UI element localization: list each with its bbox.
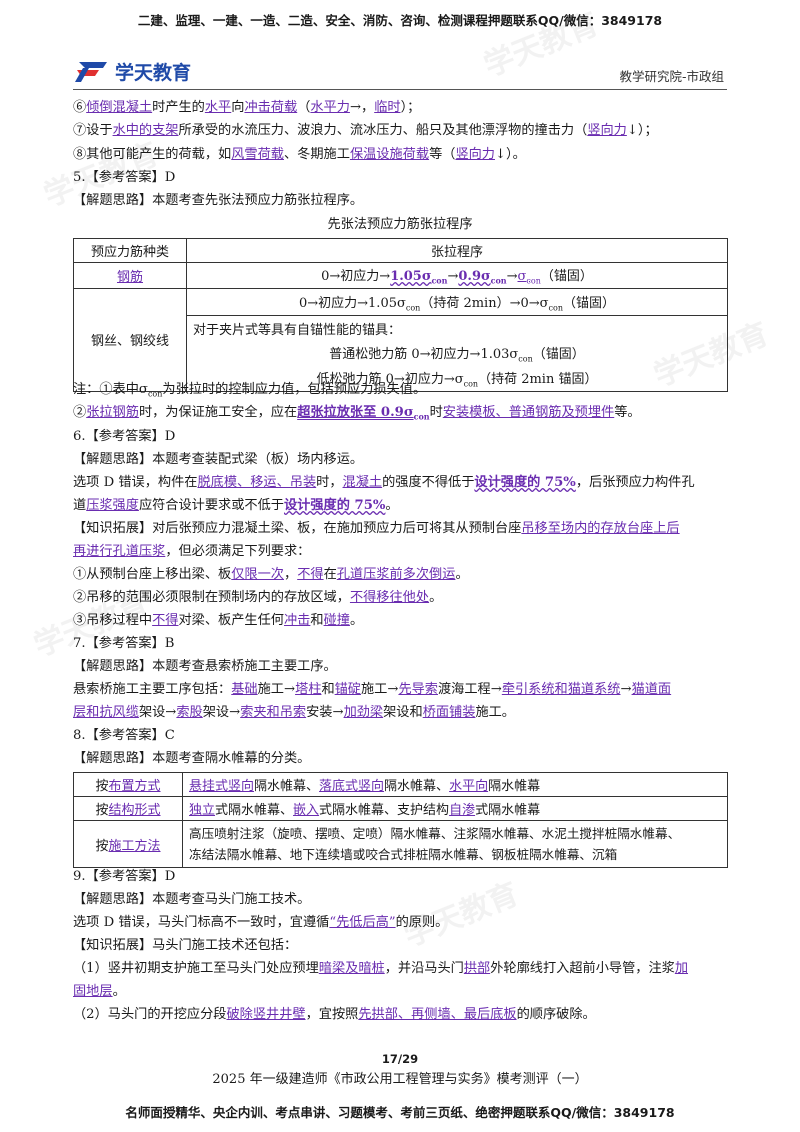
department-label: 教学研究院-市政组 bbox=[619, 69, 724, 84]
answer-heading: 7.【参考答案】B bbox=[73, 636, 175, 651]
text-line: 层和抗风缆架设→索股架设→索夹和吊索安装→加劲梁架设和桥面铺装施工。 bbox=[73, 705, 515, 720]
text-line: 悬索桥施工主要工序包括：基础施工→塔柱和锚碇施工→先导索渡海工程→牵引系统和猫道… bbox=[73, 682, 672, 697]
text-line: 道压浆强度应符合设计要求或不低于设计强度的 75%。 bbox=[73, 498, 399, 513]
text-line: 固地层。 bbox=[73, 984, 126, 999]
promo-footer: 名师面授精华、央企内训、考点串讲、习题模考、考前三页纸、绝密押题联系QQ/微信：… bbox=[125, 1105, 675, 1120]
text-line: （1）竖井初期支护施工至马头门处应预埋暗梁及暗桩，并沿马头门拱部外轮廓线打入超前… bbox=[73, 961, 689, 976]
text-line: 【知识拓展】马头门施工技术还包括： bbox=[73, 938, 298, 953]
logo-text: 学天教育 bbox=[115, 61, 192, 84]
idea-text: 【解题思路】本题考查隔水帷幕的分类。 bbox=[73, 751, 311, 766]
table-cell: 独立式隔水帷幕、嵌入式隔水帷幕、支护结构自渗式隔水帷幕 bbox=[182, 796, 728, 821]
answer-heading: 9.【参考答案】D bbox=[73, 869, 176, 884]
text-line: 【知识拓展】对后张预应力混凝土梁、板，在施加预应力后可将其从预制台座吊移至场内的… bbox=[73, 521, 680, 536]
text-line: ⑦设于水中的支架所承受的水流压力、波浪力、流冰压力、船只及其他漂浮物的撞击力（竖… bbox=[73, 123, 658, 138]
table-header-cell: 预应力筋种类 bbox=[73, 238, 187, 263]
table-caption: 先张法预应力筋张拉程序 bbox=[327, 217, 473, 232]
idea-text: 【解题思路】本题考查装配式梁（板）场内移运。 bbox=[73, 452, 364, 467]
text-line: （2）马头门的开挖应分段破除竖井井壁，宜按照先拱部、再侧墙、最后底板的顺序破除。 bbox=[73, 1007, 596, 1022]
page-number: 17/29 bbox=[381, 1052, 419, 1066]
table-cell: 钢筋 bbox=[73, 262, 187, 289]
promo-header: 二建、监理、一建、一造、二造、安全、消防、咨询、检测课程押题联系QQ/微信：38… bbox=[137, 13, 663, 28]
answer-heading: 5.【参考答案】D bbox=[73, 170, 176, 185]
answer-heading: 6.【参考答案】D bbox=[73, 429, 176, 444]
text-line: 再进行孔道压浆，但必须满足下列要求： bbox=[73, 544, 311, 559]
text-line: ⑥倾倒混凝土时产生的水平向冲击荷载（水平力→，临时）； bbox=[73, 100, 421, 115]
note-line: 注：①表中σcon为张拉时的控制应力值，包括预应力损失值。 bbox=[73, 382, 427, 399]
idea-text: 【解题思路】本题考查马头门施工技术。 bbox=[73, 892, 311, 907]
brand-logo: 学天教育 bbox=[73, 58, 191, 84]
document-title: 2025 年一级建造师《市政公用工程管理与实务》模考测评（一） bbox=[212, 1072, 588, 1087]
header-divider bbox=[73, 89, 727, 90]
table-cell: 0→初应力→1.05σcon→0.9σcon→σcon（锚固） bbox=[186, 262, 728, 289]
text-line: 选项 D 错误，马头门标高不一致时，宜遵循“先低后高”的原则。 bbox=[73, 915, 449, 930]
tension-table: 预应力筋种类 张拉程序 钢筋 0→初应力→1.05σcon→0.9σcon→σc… bbox=[73, 238, 728, 393]
text-line: ③吊移过程中不得对梁、板产生任何冲击和碰撞。 bbox=[73, 613, 364, 628]
text-line: 选项 D 错误，构件在脱底模、移运、吊装时，混凝土的强度不得低于设计强度的 75… bbox=[73, 475, 695, 490]
table-cell: 按布置方式 bbox=[73, 772, 183, 797]
text-line: ②吊移的范围必须限制在预制场内的存放区域，不得移往他处。 bbox=[73, 590, 443, 605]
table-cell: 高压喷射注浆（旋喷、摆喷、定喷）隔水帷幕、注浆隔水帷幕、水泥土搅拌桩隔水帷幕、冻… bbox=[182, 820, 728, 868]
idea-text: 【解题思路】本题考查悬索桥施工主要工序。 bbox=[73, 659, 337, 674]
table-cell: 按施工方法 bbox=[73, 820, 183, 868]
table-cell: 0→初应力→1.05σcon（持荷 2min）→0→σcon（锚固） 对于夹片式… bbox=[186, 287, 728, 393]
idea-text: 【解题思路】本题考查先张法预应力筋张拉程序。 bbox=[73, 193, 364, 208]
answer-heading: 8.【参考答案】C bbox=[73, 728, 175, 743]
curtain-table: 按布置方式 悬挂式竖向隔水帷幕、落底式竖向隔水帷幕、水平向隔水帷幕 按结构形式 … bbox=[73, 772, 728, 868]
text-line: ①从预制台座上移出梁、板仅限一次，不得在孔道压浆前多次倒运。 bbox=[73, 567, 469, 582]
text-line: ⑧其他可能产生的荷载，如风雪荷载、冬期施工保温设施荷载等（竖向力↓）。 bbox=[73, 147, 526, 162]
note-line: ②张拉钢筋时，为保证施工安全，应在超张拉放张至 0.9σcon时安装模板、普通钢… bbox=[73, 405, 641, 422]
table-header-cell: 张拉程序 bbox=[186, 238, 728, 263]
table-cell: 按结构形式 bbox=[73, 796, 183, 821]
table-cell: 悬挂式竖向隔水帷幕、落底式竖向隔水帷幕、水平向隔水帷幕 bbox=[182, 772, 728, 797]
logo-mark-icon bbox=[75, 62, 107, 82]
table-cell: 钢丝、钢绞线 bbox=[73, 287, 187, 393]
